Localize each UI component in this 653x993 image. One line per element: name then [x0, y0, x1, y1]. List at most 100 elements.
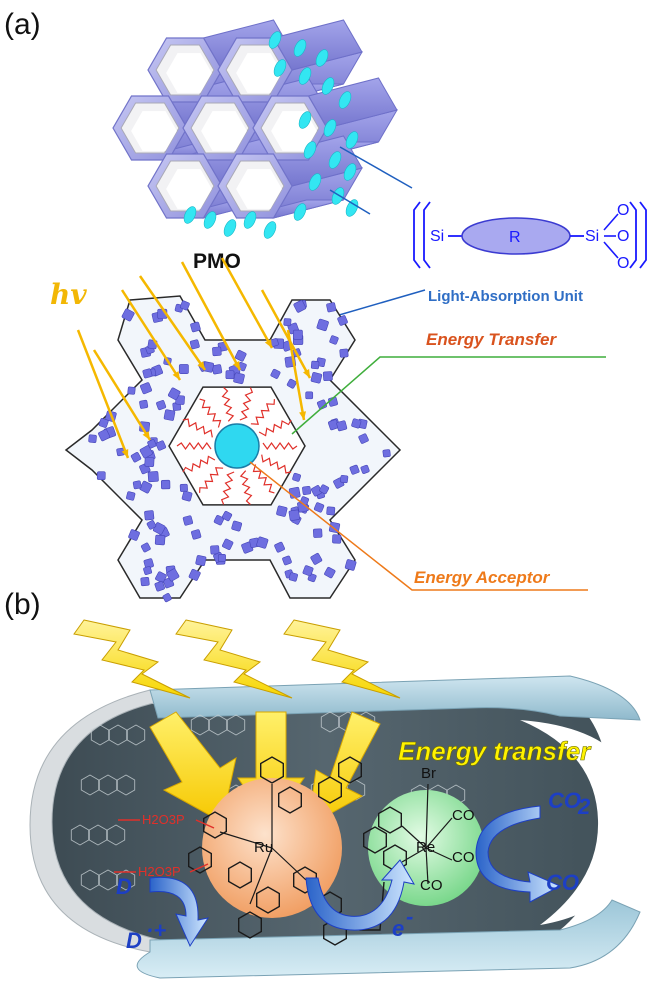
donor-oxidation-arrow — [149, 876, 210, 948]
light-absorber-spot — [293, 39, 307, 57]
light-absorber-square — [256, 536, 269, 549]
light-absorber-square — [182, 515, 194, 526]
hv-label: hv — [50, 278, 87, 311]
energy-wave-arrow — [261, 454, 292, 474]
si-left: Si — [430, 228, 444, 245]
light-absorber-square — [163, 409, 176, 421]
donor-label: D — [116, 874, 132, 899]
light-absorber-spot — [343, 163, 357, 181]
light-absorber-square — [231, 520, 243, 532]
light-absorption-unit-label: Light-Absorption Unit — [428, 288, 583, 305]
light-absorber-spot — [263, 221, 277, 239]
light-ray — [138, 275, 207, 371]
light-absorber-square — [162, 593, 172, 603]
light-absorber-square — [351, 418, 362, 429]
light-absorber-square — [88, 434, 97, 443]
light-absorber-spot — [273, 59, 287, 77]
lightning-bolt — [283, 619, 401, 699]
light-absorber-square — [282, 555, 292, 566]
light-absorber-square — [326, 302, 337, 313]
re-label: Re — [416, 839, 435, 856]
light-absorber-square — [313, 502, 325, 513]
lightning-bolt — [175, 619, 293, 699]
energy-wave-arrow — [250, 399, 275, 425]
energy-wave-arrow — [199, 467, 224, 493]
light-absorber-spot — [308, 173, 322, 191]
light-absorber-square — [195, 555, 207, 567]
light-absorber-square — [382, 449, 391, 458]
panel-a-label: (a) — [4, 8, 41, 41]
light-absorber-spot — [303, 141, 317, 159]
light-absorber-square — [336, 420, 348, 432]
energy-transfer-leader — [291, 356, 606, 435]
light-absorber-square — [360, 464, 370, 474]
light-absorber-square — [189, 339, 200, 350]
light-absorber-square — [178, 364, 189, 374]
light-absorber-square — [166, 568, 180, 582]
light-absorber-square — [144, 510, 155, 521]
light-absorber-square — [233, 372, 245, 385]
energy-wave-arrow — [252, 464, 275, 494]
light-absorber-square — [146, 520, 157, 530]
light-absorber-square — [128, 529, 140, 541]
light-absorber-square — [154, 534, 166, 546]
light-absorber-square — [270, 368, 281, 379]
light-absorber-square — [305, 391, 314, 400]
co2-subscript: 2 — [577, 794, 591, 819]
light-absorber-spot — [203, 211, 217, 229]
light-ray — [286, 329, 306, 421]
light-absorber-square — [319, 484, 330, 495]
ru-label: Ru — [254, 839, 273, 856]
light-absorber-square — [139, 399, 149, 409]
light-absorber-square — [127, 386, 136, 395]
light-absorber-square — [154, 581, 165, 592]
light-absorber-square — [337, 315, 348, 326]
energy-acceptor-sphere — [214, 423, 260, 469]
light-absorber-spot — [345, 199, 359, 217]
co-ligand-3: CO — [420, 877, 443, 894]
light-absorber-square — [191, 529, 202, 540]
light-absorber-spot — [298, 67, 312, 85]
light-absorption-unit-structure: Si R Si O O O — [413, 201, 647, 272]
o-bot: O — [617, 255, 629, 272]
light-absorber-square — [310, 553, 323, 565]
energy-wave-arrow — [220, 471, 235, 505]
light-ray — [92, 349, 152, 441]
electron-transfer-arrow — [305, 859, 415, 931]
light-ray — [220, 257, 274, 349]
electron-sup: - — [406, 904, 413, 929]
light-absorber-square — [339, 348, 349, 358]
energy-transfer-label: Energy Transfer — [426, 330, 557, 349]
light-absorber-spot — [223, 219, 237, 237]
light-absorber-square — [310, 360, 320, 370]
light-absorber-square — [143, 566, 153, 575]
light-absorber-square — [213, 515, 225, 526]
light-absorber-square — [142, 368, 153, 379]
donor-oxidized-label: D — [126, 928, 142, 953]
energy-wave-arrow — [182, 455, 216, 473]
light-absorber-square — [329, 335, 339, 345]
co2-reduction-arrow — [475, 805, 562, 903]
co-ligand-2: CO — [452, 849, 475, 866]
br-label: Br — [421, 765, 436, 782]
light-absorber-square — [288, 572, 298, 582]
lightning-bolts — [73, 619, 401, 699]
energy-transfer-b-label: Energy transfer — [398, 736, 592, 766]
light-absorber-square — [293, 300, 307, 313]
light-absorber-spot — [293, 203, 307, 221]
light-ray — [260, 289, 312, 379]
light-absorber-square — [130, 452, 142, 463]
light-absorber-square — [190, 321, 201, 333]
light-absorber-spot — [315, 49, 329, 67]
light-absorber-square — [140, 576, 150, 587]
light-absorber-square — [210, 545, 220, 555]
co2-label: CO — [548, 788, 581, 813]
light-absorber-spot — [345, 131, 359, 149]
energy-wave-arrow — [258, 419, 292, 437]
light-absorber-square — [292, 472, 301, 482]
light-absorber-square — [144, 457, 155, 467]
phosphonate-linker-1: H2O3P — [142, 812, 185, 827]
light-absorber-square — [292, 329, 303, 340]
light-absorber-spot — [323, 119, 337, 137]
